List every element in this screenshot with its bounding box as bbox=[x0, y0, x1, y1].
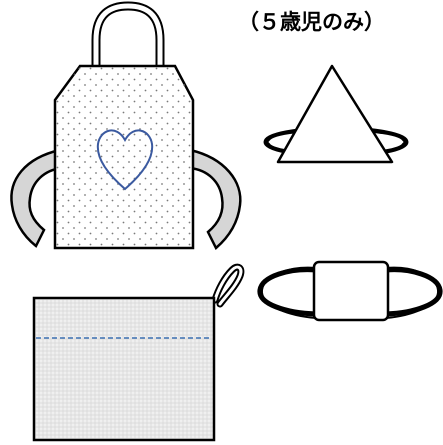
age-note: （５歳児のみ） bbox=[238, 10, 385, 34]
face-mask-icon bbox=[257, 260, 443, 322]
apron-with-heart-icon bbox=[10, 1, 242, 250]
drawstring-bag-icon bbox=[32, 263, 245, 442]
triangle-kerchief-icon bbox=[263, 64, 409, 164]
